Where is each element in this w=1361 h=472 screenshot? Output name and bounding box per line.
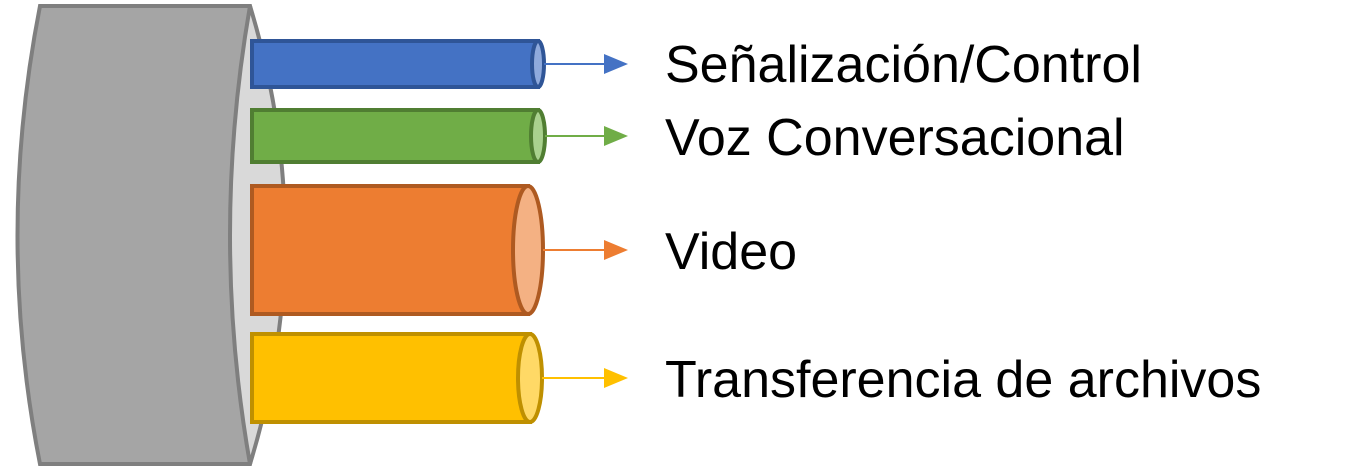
arrow-head xyxy=(604,54,628,74)
channel-voice: Voz Conversacional xyxy=(250,108,1125,167)
channel-label: Transferencia de archivos xyxy=(665,351,1261,409)
channel-signaling: Señalización/Control xyxy=(250,36,1142,94)
channel-file-transfer: Transferencia de archivos xyxy=(250,332,1261,424)
channel-label: Señalización/Control xyxy=(665,36,1142,94)
tube-body xyxy=(250,108,540,164)
arrow-head xyxy=(604,126,628,146)
arrow-head xyxy=(604,240,628,260)
tube-cap xyxy=(511,184,545,316)
tube-body xyxy=(250,39,540,89)
tube-cap xyxy=(529,108,547,164)
channel-label: Voz Conversacional xyxy=(665,109,1125,167)
tube-body xyxy=(250,332,532,424)
channel-video: Video xyxy=(250,184,797,316)
tube-cap xyxy=(516,332,544,424)
arrow-head xyxy=(604,368,628,388)
tube-cap xyxy=(530,39,546,89)
channel-label: Video xyxy=(665,223,797,281)
cable xyxy=(15,4,287,466)
tube-body xyxy=(250,184,530,316)
